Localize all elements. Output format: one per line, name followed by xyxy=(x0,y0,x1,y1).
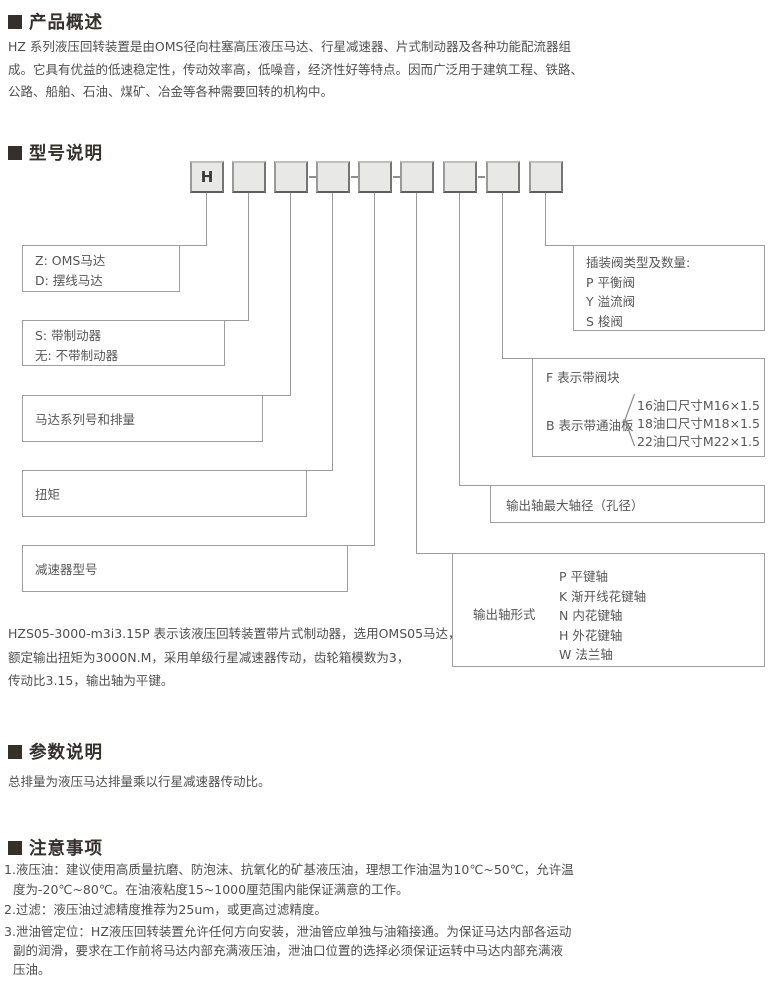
brace-icon xyxy=(624,393,635,447)
label-brake: S: 带制动器 无: 不带制动器 xyxy=(22,320,225,366)
note-line: 2.过滤：液压油过滤精度推荐为25um，或更高过滤精度。 xyxy=(4,902,327,917)
note-line: 副的润滑，要求在工作前将马达内部充满液压油，泄油口位置的选择必须保证运转中马达内… xyxy=(13,943,564,958)
model-box-shaft-form xyxy=(443,161,477,193)
overview-line: 公路、船舶、石油、煤矿、冶金等各种需要回转的机构中。 xyxy=(8,84,334,99)
overview-line: HZ 系列液压回转装置是由OMS径向柱塞高压液压马达、行星减速器、片式制动器及各… xyxy=(8,39,571,54)
label-motor-type: Z: OMS马达 D: 摆线马达 xyxy=(22,245,180,292)
model-example: HZS05-3000-m3i3.15P 表示该液压回转装置带片式制动器，选用OM… xyxy=(8,622,461,693)
overview-line: 成。它具有优益的低速稳定性，传动效率高，低噪音，经济性好等特点。因而广泛用于建筑… xyxy=(8,61,584,77)
overview-heading: 产品概述 xyxy=(8,9,103,34)
code-dash xyxy=(393,176,400,178)
connector-hline xyxy=(263,395,291,396)
model-box-prefix: H xyxy=(190,161,224,193)
model-box-brake xyxy=(274,161,308,193)
example-line: HZS05-3000-m3i3.15P 表示该液压回转装置带片式制动器，选用OM… xyxy=(8,626,461,641)
shaft-form-item: N 内花键轴 xyxy=(559,608,623,623)
note-line: 度为-20℃~80℃。在油液粘度15~1000厘范围内能保证满意的工作。 xyxy=(13,882,409,897)
square-bullet-icon xyxy=(8,145,22,160)
valve-block-b: B 表示带通油板 xyxy=(546,418,634,433)
note-line: 压油。 xyxy=(13,962,51,977)
params-heading: 参数说明 xyxy=(8,739,103,764)
model-box-series xyxy=(316,161,350,193)
brake-line: S: 带制动器 xyxy=(35,328,102,343)
connector-vline xyxy=(502,193,503,358)
connector-vline xyxy=(206,193,207,245)
valve-item: P 平衡阀 xyxy=(586,274,636,290)
square-bullet-icon xyxy=(8,840,22,855)
connector-vline xyxy=(459,193,460,485)
shaft-form-title: 输出轴形式 xyxy=(473,607,536,622)
model-box-reducer xyxy=(400,161,434,193)
label-reducer: 减速器型号 xyxy=(22,545,348,592)
valve-item: S 梭阀 xyxy=(586,313,623,329)
model-heading-text: 型号说明 xyxy=(29,144,103,164)
params-heading-text: 参数说明 xyxy=(29,743,103,763)
connector-hline xyxy=(307,470,333,471)
model-heading: 型号说明 xyxy=(8,140,103,165)
motor-type-line: D: 摆线马达 xyxy=(35,273,103,288)
model-prefix-letter: H xyxy=(200,168,214,186)
brake-line: 无: 不带制动器 xyxy=(35,348,119,363)
connector-hline xyxy=(348,545,375,546)
shaft-form-item: P 平键轴 xyxy=(559,569,609,584)
label-valve-type: 插装阀类型及数量: P 平衡阀 Y 溢流阀 S 梭阀 xyxy=(573,245,765,331)
label-torque: 扭矩 xyxy=(22,470,307,517)
square-bullet-icon xyxy=(8,744,22,759)
connector-vline xyxy=(374,193,375,545)
reducer-text: 减速器型号 xyxy=(35,562,98,577)
connector-hline xyxy=(459,485,491,486)
valve-title: 插装阀类型及数量: xyxy=(586,255,691,270)
port-size-line: 16油口尺寸M16×1.5 xyxy=(637,398,760,413)
code-dash xyxy=(478,176,485,178)
connector-hline xyxy=(502,358,533,359)
model-box-valve-block xyxy=(486,161,520,193)
shaft-form-item: K 渐开线花键轴 xyxy=(559,588,647,604)
shaft-form-item: H 外花键轴 xyxy=(559,627,623,643)
shaft-diameter-text: 输出轴最大轴径（孔径） xyxy=(506,497,644,513)
example-line: 传动比3.15，输出轴为平键。 xyxy=(8,673,174,688)
model-box-torque xyxy=(358,161,392,193)
overview-heading-text: 产品概述 xyxy=(29,13,103,33)
connector-vline xyxy=(290,193,291,395)
connector-hline xyxy=(225,320,249,321)
note-line: 3.泄油管定位：HZ液压回转装置允许任何方向安装，泄油管应单独与油箱接通。为保证… xyxy=(4,924,572,939)
label-series: 马达系列号和排量 xyxy=(22,395,263,442)
overview-paragraph: HZ 系列液压回转装置是由OMS径向柱塞高压液压马达、行星减速器、片式制动器及各… xyxy=(8,36,583,104)
connector-hline xyxy=(180,245,207,246)
port-size-line: 18油口尺寸M18×1.5 xyxy=(637,416,760,431)
label-valve-block: F 表示带阀块 B 表示带通油板 16油口尺寸M16×1.5 18油口尺寸M18… xyxy=(532,358,765,457)
series-text: 马达系列号和排量 xyxy=(35,412,136,427)
code-dash xyxy=(309,176,316,178)
label-shaft-diameter: 输出轴最大轴径（孔径） xyxy=(490,485,765,523)
torque-text: 扭矩 xyxy=(35,487,61,502)
motor-type-line: Z: OMS马达 xyxy=(35,253,106,268)
shaft-form-item: W 法兰轴 xyxy=(559,647,613,662)
model-box-valve-type xyxy=(529,161,563,193)
connector-hline xyxy=(416,553,453,554)
label-shaft-form: 输出轴形式 P 平键轴 K 渐开线花键轴 N 内花键轴 H 外花键轴 W 法兰轴 xyxy=(452,553,765,667)
note-line: 1.液压油：建议使用高质量抗磨、防泡沫、抗氧化的矿基液压油，理想工作油温为10℃… xyxy=(4,862,574,877)
connector-hline xyxy=(545,245,574,246)
connector-vline xyxy=(416,193,417,553)
code-dash xyxy=(351,176,358,178)
model-box-motor-type xyxy=(232,161,266,193)
notes-heading: 注意事项 xyxy=(8,835,103,860)
square-bullet-icon xyxy=(8,14,22,29)
example-line: 额定输出扭矩为3000N.M，采用单级行星减速器传动，齿轮箱模数为3， xyxy=(8,649,410,665)
notes-heading-text: 注意事项 xyxy=(29,839,103,859)
valve-item: Y 溢流阀 xyxy=(586,294,636,309)
params-body: 总排量为液压马达排量乘以行星减速器传动比。 xyxy=(8,774,271,789)
port-size-line: 22油口尺寸M22×1.5 xyxy=(637,434,760,449)
connector-vline xyxy=(248,193,249,320)
valve-block-f: F 表示带阀块 xyxy=(546,370,620,385)
connector-vline xyxy=(332,193,333,470)
connector-vline xyxy=(545,193,546,245)
